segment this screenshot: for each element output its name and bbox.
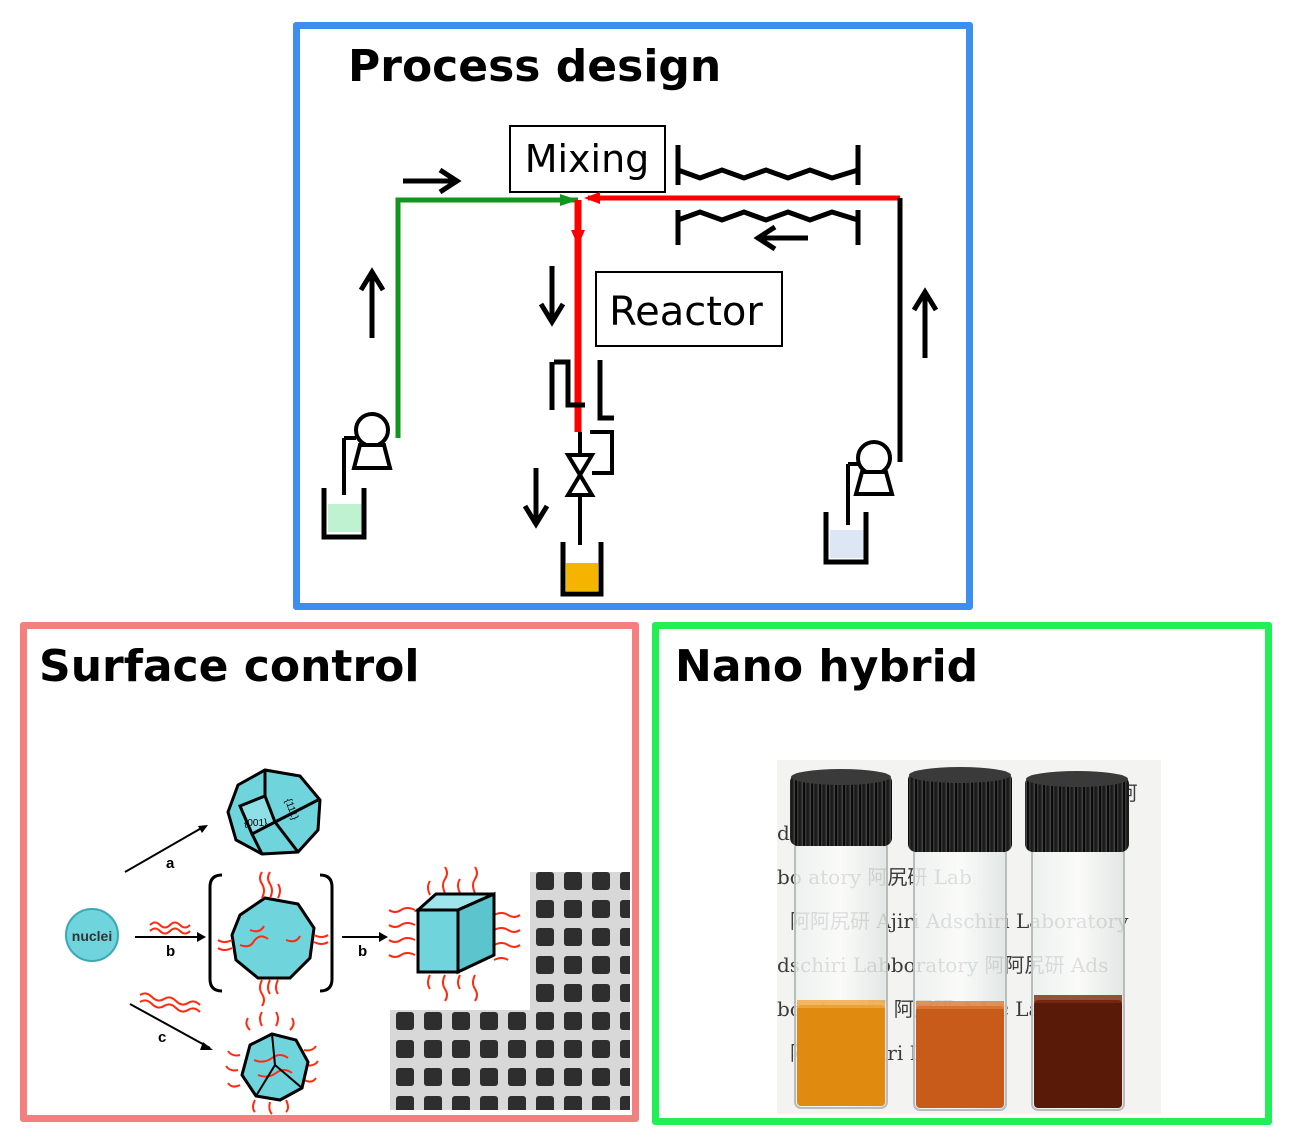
process-design-panel: Process design — [293, 22, 973, 610]
surface-control-panel: Surface control — [20, 622, 639, 1122]
nano-hybrid-title: Nano hybrid — [675, 641, 979, 692]
surface-control-title: Surface control — [39, 641, 420, 692]
process-design-title: Process design — [348, 41, 722, 92]
nano-hybrid-panel: Nano hybrid — [652, 622, 1272, 1125]
